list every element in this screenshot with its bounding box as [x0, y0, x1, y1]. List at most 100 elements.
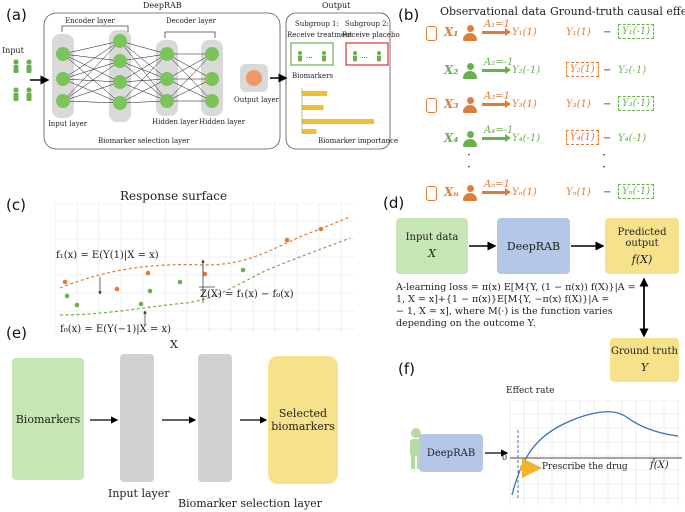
hidden-layer-label-2: Hidden layer — [199, 118, 246, 126]
network-nodes — [56, 34, 262, 110]
importance-bar-2 — [302, 105, 324, 110]
importance-bars — [302, 91, 374, 134]
response-surface-title: Response surface — [120, 189, 228, 203]
input-label: Input — [2, 46, 24, 55]
input-layer-block — [120, 354, 154, 482]
node-l2-0 — [160, 47, 174, 61]
node-l1-2 — [113, 75, 127, 89]
subgroup-people-icon — [298, 51, 381, 62]
obs-x: X₄ — [444, 131, 459, 145]
person-icon — [463, 131, 477, 147]
dots-2: · — [467, 160, 471, 174]
node-l2-2 — [160, 94, 174, 108]
deeprab-title: DeepRAB — [143, 1, 182, 10]
biomarkers-box: Biomarkers — [12, 358, 84, 480]
drug-icon — [426, 98, 437, 113]
gt-y1: Y₃(1) — [566, 99, 591, 110]
gt-y1: Y₂(1) — [566, 62, 599, 77]
biomarkers-label: Biomarkers — [292, 72, 334, 80]
input-data-title: Input data — [405, 232, 459, 243]
person-icon — [463, 25, 477, 41]
effect-curve — [511, 411, 679, 496]
node-l3-1 — [205, 72, 219, 86]
loss-line-3: − 1, X = x], where M(·) is the function … — [396, 306, 613, 317]
hidden-layer-label-1: Hidden layer — [152, 118, 199, 126]
subgroup2-box — [345, 42, 389, 66]
gt-y1: Yₙ(1) — [566, 187, 591, 198]
drug-icon — [426, 186, 437, 201]
f1-points — [62, 226, 324, 292]
network-connections — [62, 40, 213, 104]
node-l3-0 — [205, 47, 219, 61]
gt-y1: Y₄(1) — [566, 130, 599, 145]
input-people-icon — [13, 59, 32, 101]
panel-label-e: (e) — [6, 324, 27, 342]
obs-x: X₃ — [444, 97, 459, 111]
panel-label-f: (f) — [398, 360, 415, 378]
f0-points — [64, 267, 246, 308]
subgroup2-subtitle: Receive placebo — [342, 31, 400, 39]
gt-y2: Y₂(-1) — [618, 65, 647, 76]
dots-1: · — [467, 148, 471, 162]
gt-y1: Y₁(1) — [566, 27, 591, 38]
dots-4: · — [602, 160, 606, 174]
deeprab-box-d: DeepRAB — [497, 218, 570, 274]
a-learning-loss-text: A-learning loss = π(x) E[M{Y, (1 − π(x))… — [396, 282, 636, 330]
encoder-label: Encoder layer — [65, 17, 115, 25]
gt-y2: Y₃(-1) — [618, 96, 655, 111]
f0-label: f₀(x) = E(Y(−1)|X = x) — [60, 324, 172, 335]
obs-y: Yₙ(1) — [512, 187, 537, 198]
node-l1-0 — [113, 34, 127, 48]
gt-y2: Y₁(-1) — [618, 24, 655, 39]
predicted-output-box: Predicted output f(X) — [605, 218, 679, 274]
obs-a: A₄=-1 — [484, 125, 514, 136]
predicted-output-var: f(X) — [631, 252, 653, 266]
effect-rate-label: Effect rate — [506, 386, 555, 396]
decoder-brace — [164, 31, 216, 38]
treatment-arrow — [482, 28, 511, 36]
response-surface-plot — [55, 203, 355, 333]
obs-x: X₁ — [444, 25, 459, 39]
obs-y: Y₁(1) — [512, 27, 537, 38]
ground-truth-var: Y — [640, 361, 649, 374]
node-l1-3 — [113, 96, 127, 110]
panel-d-arrows — [469, 241, 649, 338]
node-l2-1 — [160, 72, 174, 86]
subgroup1-subtitle: Receive treatment — [287, 31, 353, 39]
importance-bar-1 — [302, 91, 328, 96]
selection-layer-caption: Biomarker selection layer — [178, 497, 322, 510]
subgroup2-title: Subgroup 2: — [345, 20, 389, 28]
obs-y: Y₄(-1) — [512, 133, 541, 144]
obs-y: Y₃(1) — [512, 99, 537, 110]
gt-minus: − — [603, 65, 612, 76]
output-node — [246, 70, 262, 86]
node-l1-1 — [113, 54, 127, 68]
input-data-var: X — [428, 247, 436, 260]
svg-text:···: ··· — [361, 54, 368, 62]
obs-a: A₂=-1 — [484, 57, 514, 68]
treatment-arrow — [482, 188, 511, 196]
panel-label-a: (a) — [6, 6, 27, 24]
panel-label-c: (c) — [6, 196, 26, 214]
obs-a: A₃=1 — [484, 91, 510, 102]
node-l0-2 — [56, 94, 70, 108]
selection-layer-block — [198, 354, 232, 482]
input-data-box: Input data X — [396, 218, 468, 274]
input-layer-caption: Input layer — [108, 487, 170, 500]
loss-line-1: A-learning loss = π(x) E[M{Y, (1 − π(x))… — [396, 282, 636, 293]
treatment-arrow — [482, 100, 511, 108]
ground-truth-title: Ground truth — [611, 346, 678, 357]
node-l3-2 — [205, 94, 219, 108]
loss-line-2: 1, X = x]+{1 − π(x)}E[M{Y, −π(x) f(X)}|A… — [396, 294, 610, 305]
gt-minus: − — [603, 99, 612, 110]
selection-layer-label: Biomarker selection layer — [98, 137, 190, 145]
f1-label: f₁(x) = E(Y(1)|X = x) — [56, 250, 159, 261]
ground-truth-box: Ground truth Y — [610, 338, 679, 382]
importance-bar-3 — [302, 119, 374, 124]
f0-curve — [59, 237, 351, 316]
obs-a: A₁=1 — [484, 19, 510, 30]
person-icon — [463, 97, 477, 113]
gt-title: Ground-truth causal effects — [550, 5, 685, 18]
selected-biomarkers-box: Selected biomarkers — [268, 356, 338, 484]
importance-bar-4 — [302, 129, 317, 134]
